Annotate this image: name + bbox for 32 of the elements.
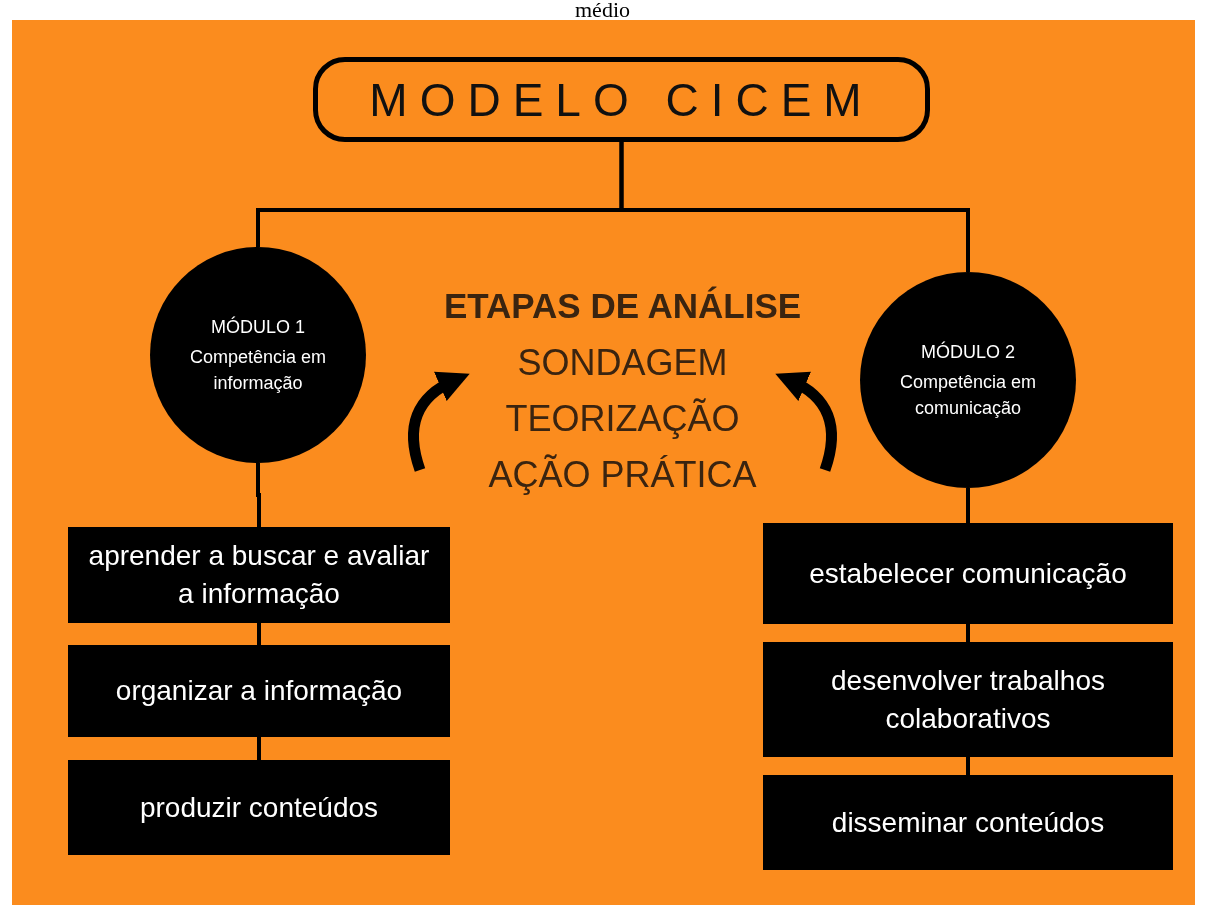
skill-box [763, 775, 1173, 870]
stage-item: AÇÃO PRÁTICA [488, 453, 757, 496]
curved-arrow [775, 372, 837, 472]
skill-box [68, 760, 450, 855]
skill-text: aprender a buscar e avaliar a informação [87, 539, 431, 611]
stage-item: SONDAGEM [517, 341, 728, 384]
skill-text: desenvolver trabalhos colaborativos [830, 663, 1106, 736]
skill-text: disseminar conteúdos [831, 805, 1105, 840]
skill-text: produzir conteúdos [139, 790, 379, 825]
skill-box [68, 645, 450, 737]
module-subtitle: Competência em informação [188, 345, 328, 396]
module-heading: MÓDULO 1 [211, 315, 305, 339]
skill-box [68, 527, 450, 623]
stage-item: TEORIZAÇÃO [505, 397, 740, 440]
skill-box [763, 642, 1173, 757]
module-subtitle: Competência em comunicação [898, 370, 1038, 421]
cut-off-text: médio [574, 0, 631, 19]
connector-line [966, 624, 970, 642]
skill-text: organizar a informação [115, 674, 403, 709]
connector-line [966, 488, 970, 523]
title-box [313, 57, 930, 142]
curved-arrow [408, 372, 470, 472]
connector-line [966, 757, 970, 775]
title-text: MODELO CICEM [369, 72, 874, 127]
module-heading: MÓDULO 2 [921, 340, 1015, 364]
connector-line [257, 737, 261, 760]
skill-box [763, 523, 1173, 624]
section-heading: ETAPAS DE ANÁLISE [443, 285, 802, 326]
connector-line [619, 142, 970, 272]
connector-line [257, 623, 261, 645]
connector-line [256, 463, 261, 527]
skill-text: estabelecer comunicação [809, 556, 1127, 591]
